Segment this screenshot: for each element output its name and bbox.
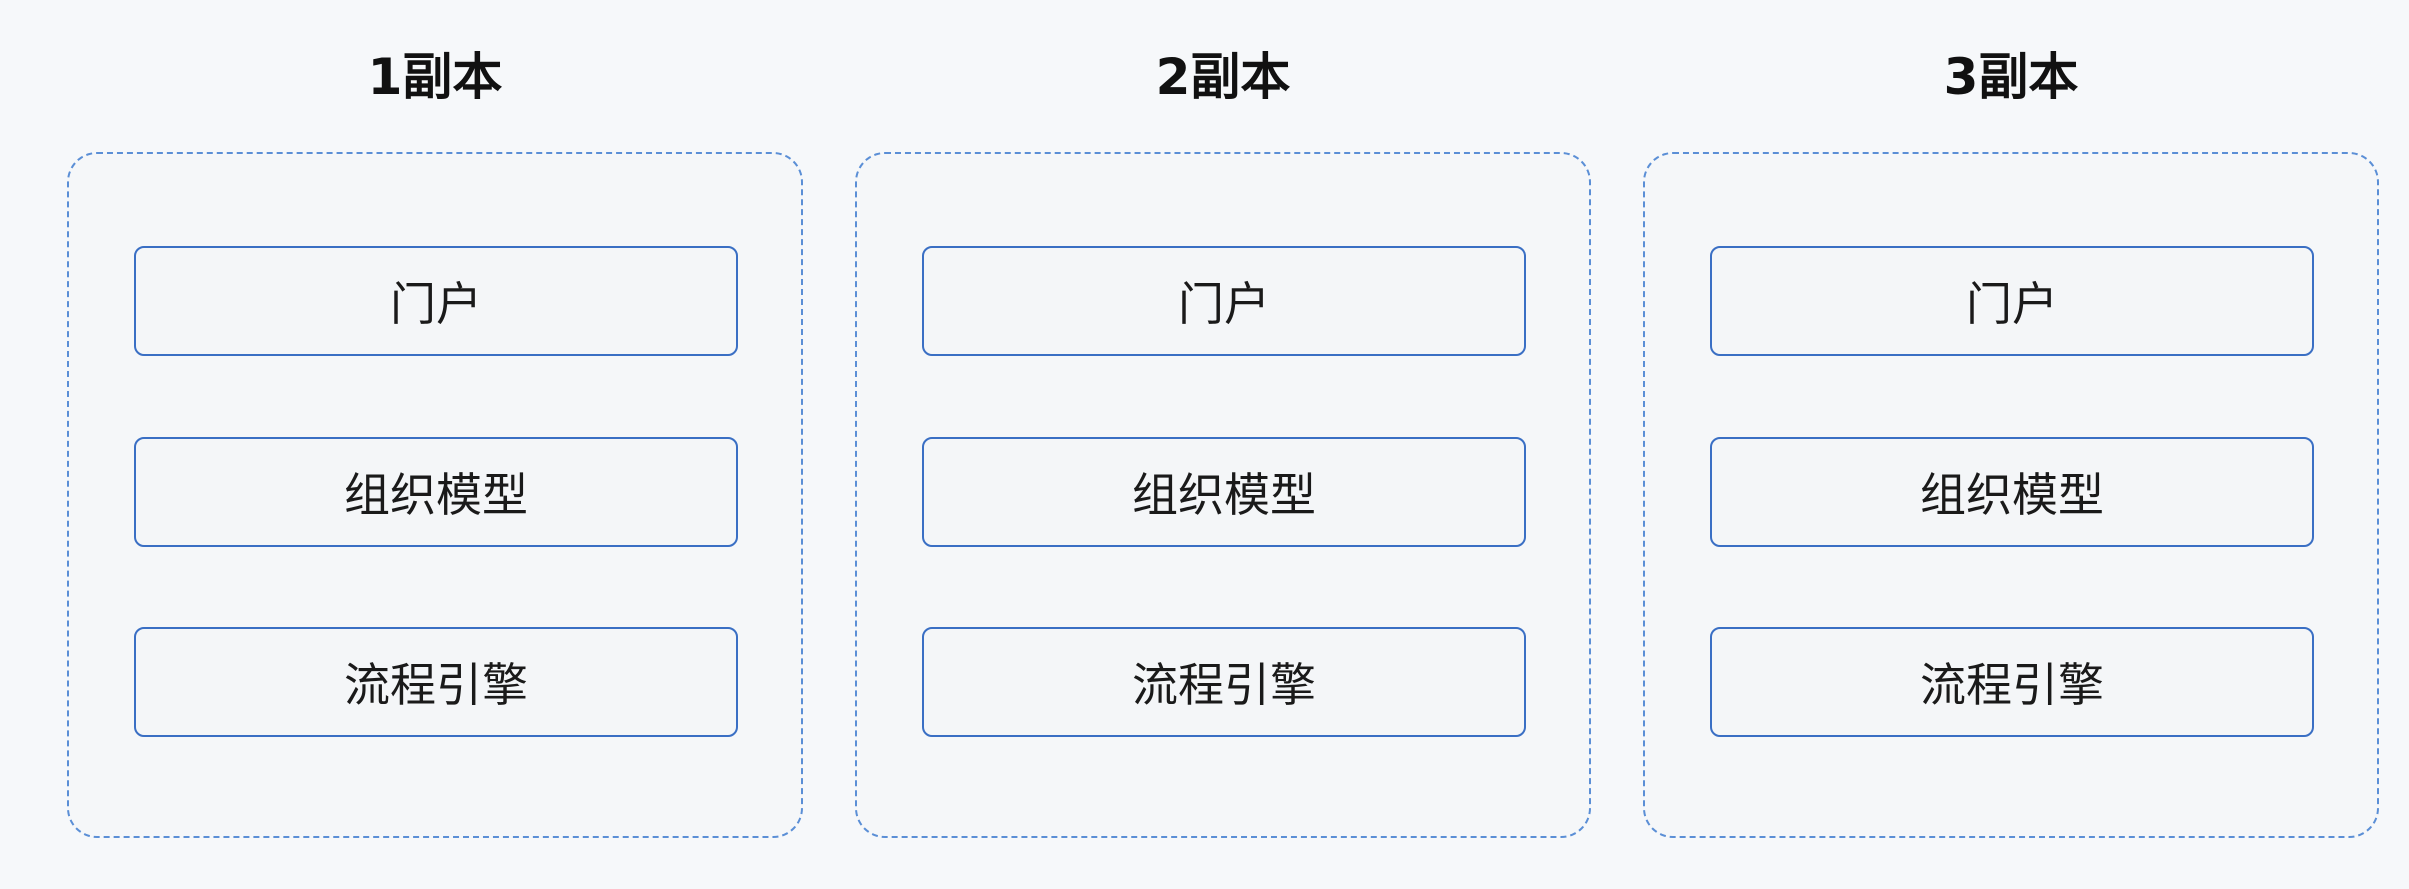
- module-process-engine: 流程引擎: [1710, 627, 2314, 737]
- module-portal: 门户: [922, 246, 1526, 356]
- module-org-model: 组织模型: [922, 437, 1526, 547]
- replica-frame: 门户 组织模型 流程引擎: [67, 152, 803, 838]
- replica-title: 2副本: [1155, 48, 1291, 106]
- replica-frame: 门户 组织模型 流程引擎: [855, 152, 1591, 838]
- module-portal: 门户: [134, 246, 738, 356]
- replica-frame: 门户 组织模型 流程引擎: [1643, 152, 2379, 838]
- replica-title: 1副本: [367, 48, 503, 106]
- module-process-engine: 流程引擎: [922, 627, 1526, 737]
- replica-column-2: 2副本 门户 组织模型 流程引擎: [855, 0, 1591, 889]
- replica-column-1: 1副本 门户 组织模型 流程引擎: [67, 0, 803, 889]
- module-process-engine: 流程引擎: [134, 627, 738, 737]
- module-org-model: 组织模型: [134, 437, 738, 547]
- module-org-model: 组织模型: [1710, 437, 2314, 547]
- replica-title: 3副本: [1943, 48, 2079, 106]
- module-portal: 门户: [1710, 246, 2314, 356]
- replica-column-3: 3副本 门户 组织模型 流程引擎: [1643, 0, 2379, 889]
